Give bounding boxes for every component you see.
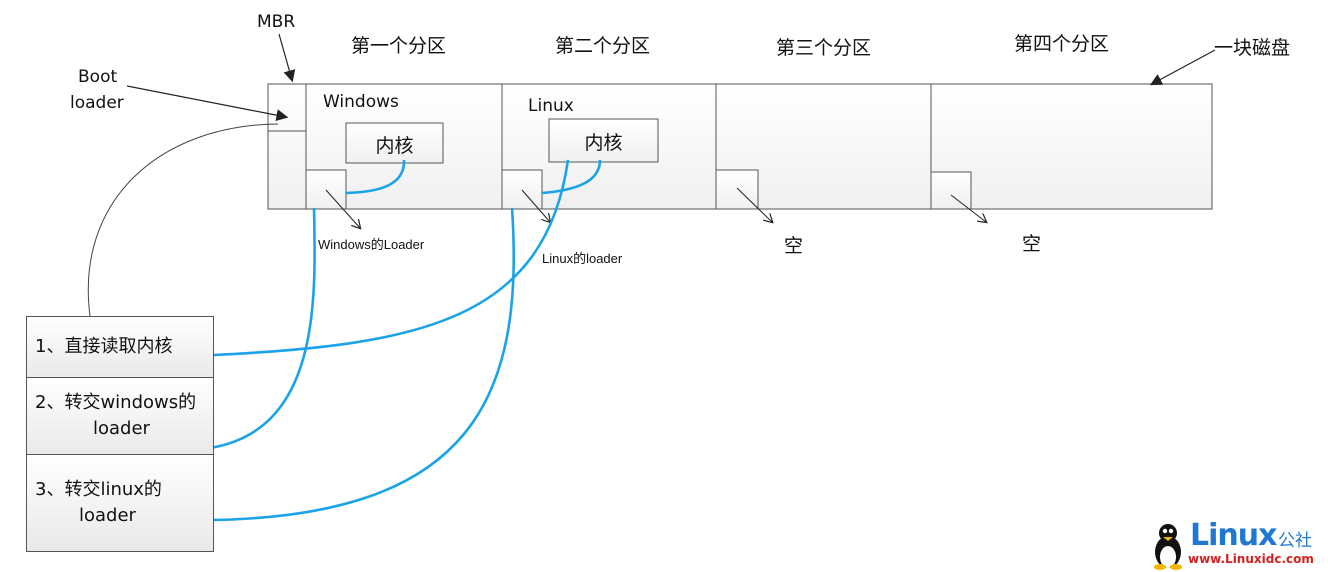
loader-box-4: [930, 171, 972, 210]
partition-title-1: 第一个分区: [351, 35, 447, 57]
mbr-cell: [267, 83, 307, 210]
logo-name: Linux: [1190, 518, 1277, 553]
disk-label: 一块磁盘: [1214, 37, 1291, 59]
boot-loader-pointer: [126, 85, 289, 122]
logo-suffix: 公社: [1278, 531, 1312, 551]
link-windows-loader: [209, 207, 316, 450]
partition-title-2: 第二个分区: [555, 35, 651, 57]
os-label-windows: Windows: [323, 92, 399, 112]
kernel-label-windows: 内核: [375, 135, 414, 157]
mbr-label: MBR: [257, 12, 296, 32]
kernel-box-linux: [548, 118, 659, 163]
logo-url: www.Linuxidc.com: [1188, 552, 1314, 566]
boot-option-direct-kernel: 1、直接读取内核: [26, 316, 214, 378]
boot-loader-label-line2: loader: [70, 93, 124, 113]
boot-option-1-line1: 1、直接读取内核: [35, 336, 173, 357]
loader-box-1: [305, 169, 347, 210]
linux-loader-label: Linux的loader: [542, 251, 623, 266]
boot-loader-label-line1: Boot: [78, 67, 118, 87]
tux-icon: [1154, 524, 1182, 570]
boot-option-3-line2: loader: [79, 505, 136, 526]
empty-label-3: 空: [784, 235, 804, 257]
partition-title-3: 第三个分区: [776, 37, 872, 59]
boot-option-2-line2: loader: [93, 418, 150, 439]
boot-option-3-line1: 3、转交linux的: [35, 479, 162, 500]
windows-loader-label: Windows的Loader: [318, 237, 425, 252]
loader-box-3: [715, 169, 759, 210]
kernel-box-windows: [345, 122, 444, 164]
boot-option-2-line1: 2、转交windows的: [35, 392, 197, 413]
link-direct-kernel: [213, 159, 570, 357]
disk-pointer: [1149, 49, 1216, 86]
kernel-label-linux: 内核: [584, 132, 623, 154]
boot-option-linux-loader: 3、转交linux的 loader: [26, 454, 214, 552]
linuxidc-logo: Linux 公社 www.Linuxidc.com: [1150, 518, 1322, 568]
partition-title-4: 第四个分区: [1014, 33, 1110, 55]
menu-to-mbr-curve: [87, 123, 279, 317]
link-linux-loader: [213, 207, 516, 522]
boot-option-windows-loader: 2、转交windows的 loader: [26, 377, 214, 455]
mbr-pointer: [278, 33, 296, 83]
loader-box-2: [501, 169, 543, 210]
empty-label-4: 空: [1022, 233, 1042, 255]
os-label-linux: Linux: [528, 96, 574, 116]
